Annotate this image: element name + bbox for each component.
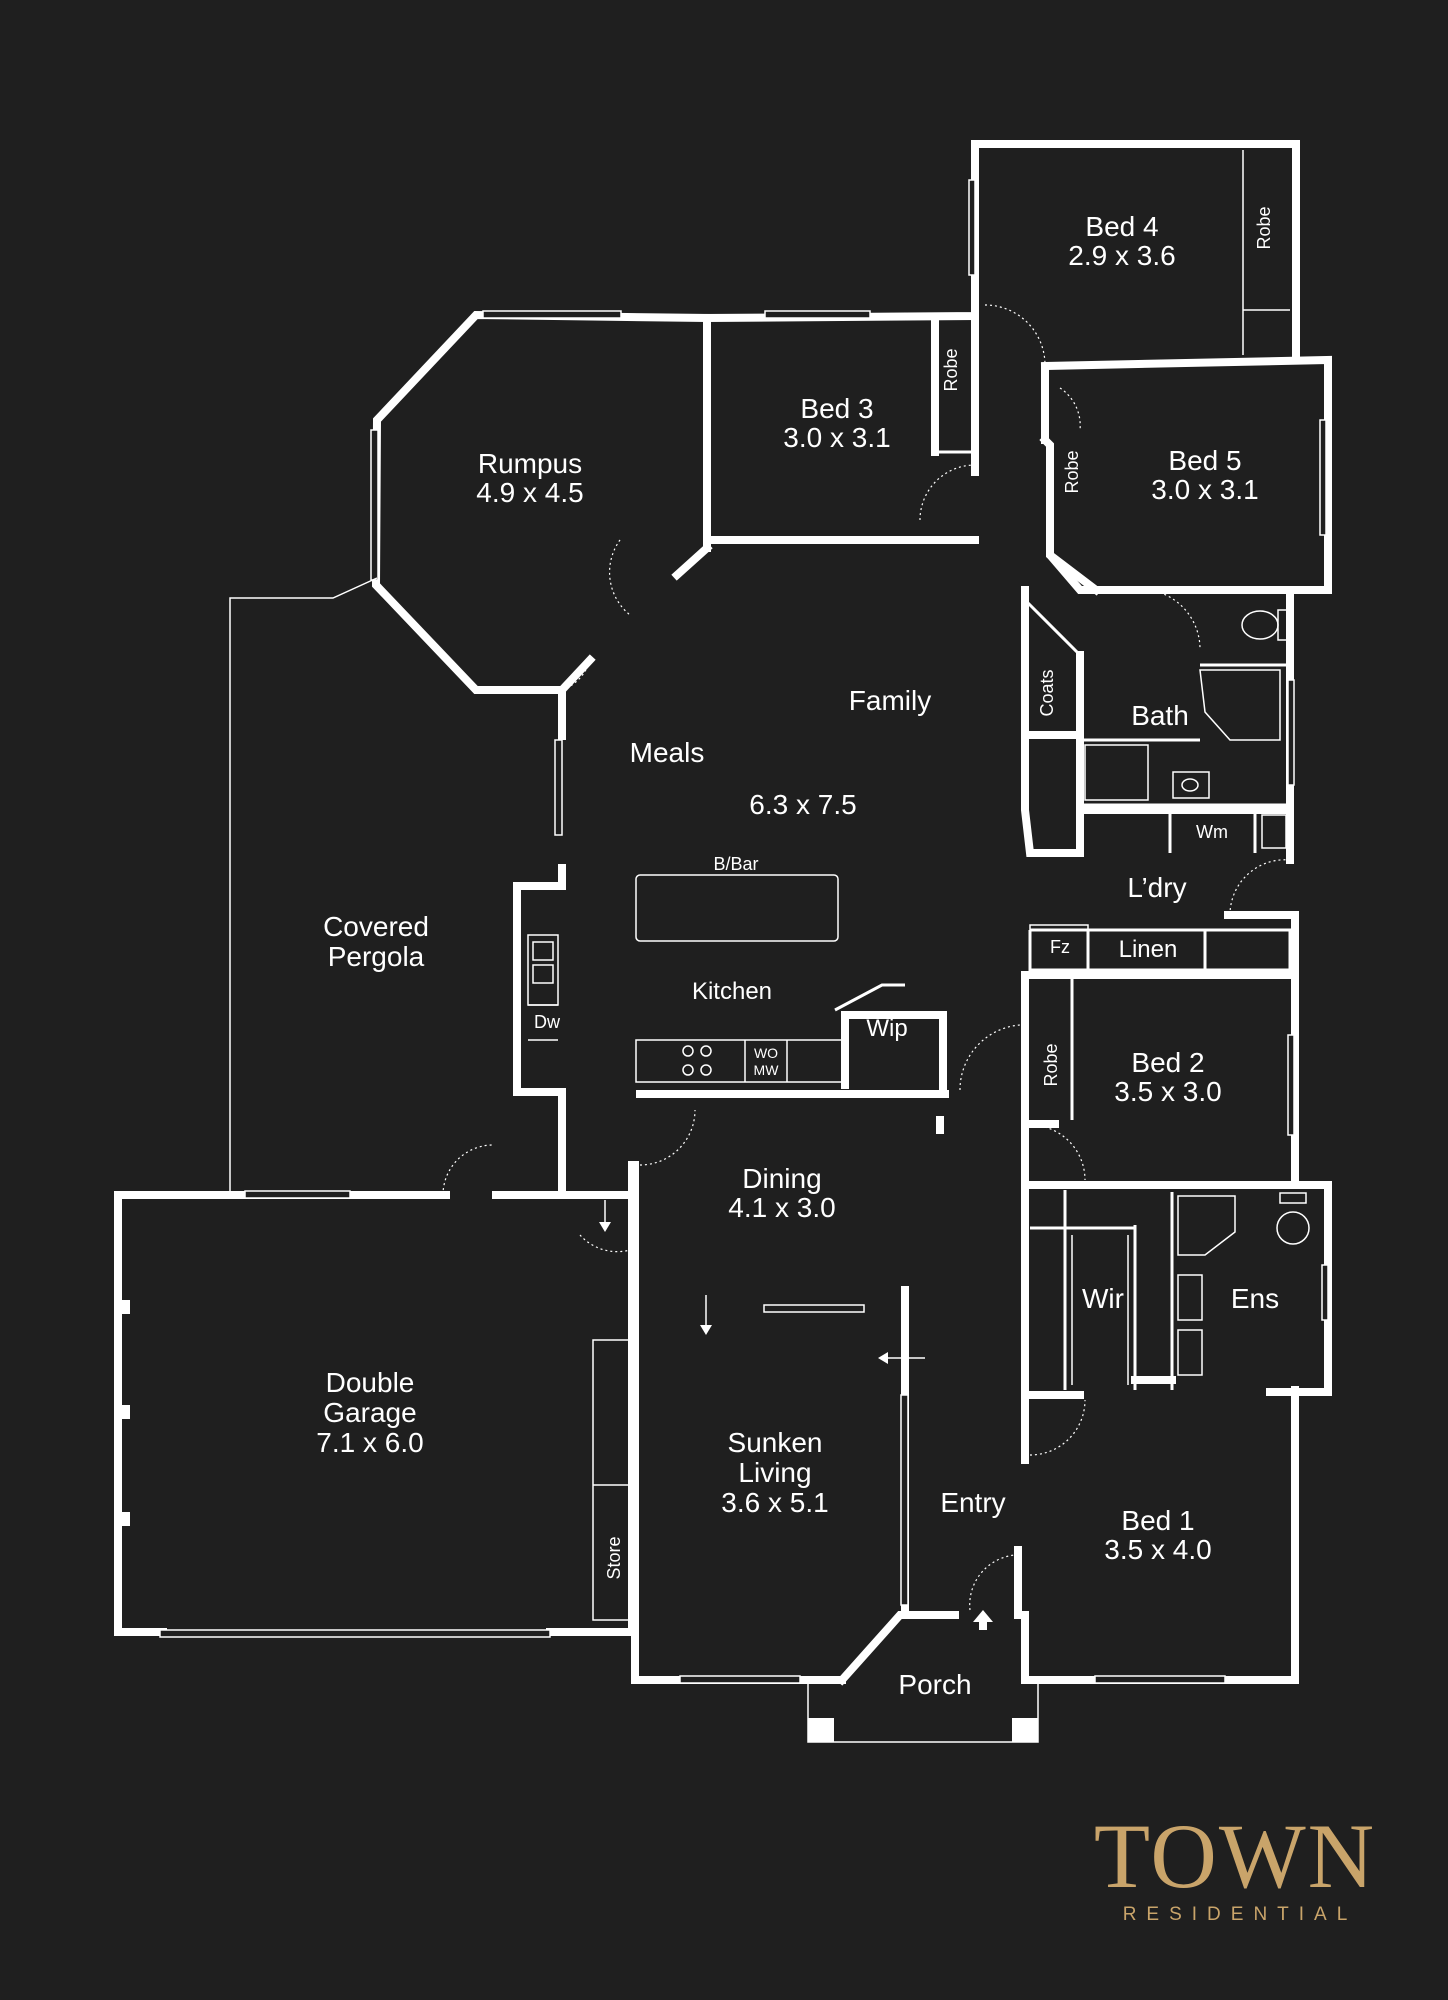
label-robe-bed4: Robe <box>1254 206 1274 249</box>
label-store: Store <box>604 1536 624 1579</box>
room-bed5-size: 3.0 x 3.1 <box>1151 474 1258 505</box>
brand-tagline: RESIDENTIAL <box>1122 1904 1358 1925</box>
room-entry-name: Entry <box>940 1487 1005 1518</box>
room-wip-name: Wip <box>866 1015 907 1042</box>
room-family-name: Family <box>849 685 931 716</box>
room-bed1-size: 3.5 x 4.0 <box>1104 1534 1211 1565</box>
doors <box>442 304 1291 1611</box>
room-dining-size: 4.1 x 3.0 <box>728 1192 835 1223</box>
room-bbar-name: B/Bar <box>713 854 758 874</box>
label-dw: Dw <box>534 1012 561 1032</box>
room-garage-line1: Double <box>326 1367 415 1398</box>
fixture-labels: Robe Robe Robe Coats Wm Fz Linen Dw WO M… <box>534 206 1274 1579</box>
room-bed3-name: Bed 3 <box>800 393 873 424</box>
room-labels: Bed 4 2.9 x 3.6 Bed 3 3.0 x 3.1 Bed 5 3.… <box>316 211 1279 1700</box>
room-living-line2: Living <box>738 1457 811 1488</box>
room-pergola-line2: Pergola <box>328 941 425 972</box>
room-bed4-size: 2.9 x 3.6 <box>1068 240 1175 271</box>
label-wm: Wm <box>1196 822 1228 842</box>
label-wo: WO <box>754 1045 778 1061</box>
room-bed5-name: Bed 5 <box>1168 445 1241 476</box>
room-pergola-line1: Covered <box>323 911 429 942</box>
label-mw: MW <box>754 1062 780 1078</box>
room-bed4-name: Bed 4 <box>1085 211 1158 242</box>
label-robe-bed2: Robe <box>1041 1043 1061 1086</box>
room-bed2-size: 3.5 x 3.0 <box>1114 1076 1221 1107</box>
room-ens-name: Ens <box>1231 1283 1279 1314</box>
brand-name: TOWN <box>1093 1805 1377 1907</box>
room-bed3-size: 3.0 x 3.1 <box>783 422 890 453</box>
room-garage-size: 7.1 x 6.0 <box>316 1427 423 1458</box>
room-meals-name: Meals <box>630 737 705 768</box>
room-rumpus-name: Rumpus <box>478 448 582 479</box>
room-dining-name: Dining <box>742 1163 821 1194</box>
room-wir-name: Wir <box>1082 1283 1124 1314</box>
label-robe-bed3: Robe <box>941 348 961 391</box>
label-coats: Coats <box>1037 669 1057 716</box>
room-bed2-name: Bed 2 <box>1131 1047 1204 1078</box>
room-meals-size: 6.3 x 7.5 <box>749 789 856 820</box>
label-robe-bed5: Robe <box>1062 450 1082 493</box>
room-bed1-name: Bed 1 <box>1121 1505 1194 1536</box>
walls <box>114 140 1332 1686</box>
room-living-line1: Sunken <box>728 1427 823 1458</box>
room-porch-name: Porch <box>898 1669 971 1700</box>
label-fz: Fz <box>1050 937 1070 957</box>
windows <box>159 179 1329 1684</box>
room-ldry-name: L’dry <box>1127 872 1186 903</box>
room-garage-line2: Garage <box>323 1397 416 1428</box>
room-living-size: 3.6 x 5.1 <box>721 1487 828 1518</box>
fixtures <box>118 150 1310 1743</box>
brand-logo: TOWN RESIDENTIAL <box>1080 1810 1390 1926</box>
room-bath-name: Bath <box>1131 700 1189 731</box>
room-kitchen-name: Kitchen <box>692 978 772 1005</box>
label-linen: Linen <box>1119 936 1178 963</box>
room-rumpus-size: 4.9 x 4.5 <box>476 477 583 508</box>
